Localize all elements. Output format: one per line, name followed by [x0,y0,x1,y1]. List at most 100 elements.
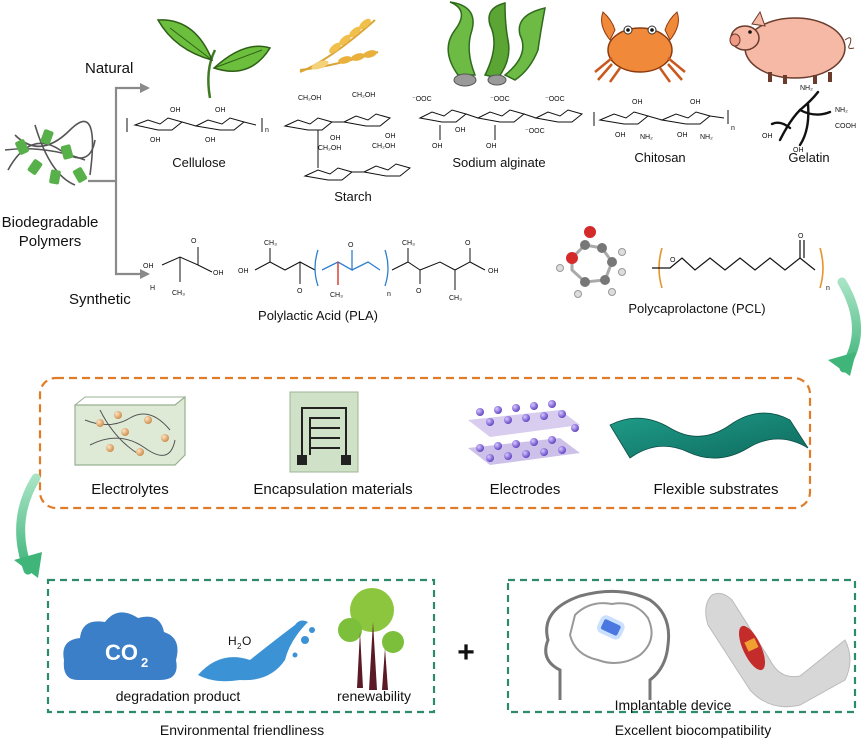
svg-text:OH: OH [150,137,161,144]
flow-arrow-to-applications [828,277,861,376]
natural-polymer-name: Chitosan [634,150,685,165]
svg-text:n: n [826,285,830,292]
svg-text:OH: OH [170,107,181,114]
svg-text:⁻OOC: ⁻OOC [525,128,545,135]
water-text: H [228,634,237,648]
co2-cloud-icon [63,612,178,680]
renewability-label: renewability [337,688,411,704]
svg-text:OH: OH [677,132,688,139]
co2-text: CO [105,640,138,665]
biocompatibility-caption: Excellent biocompatibility [615,722,771,738]
branch-arrows [88,86,140,276]
svg-text:OH: OH [432,143,443,150]
source-label-line2: Polymers [19,233,82,250]
svg-text:OH: OH [455,127,466,134]
svg-text:OH: OH [762,133,773,140]
co2-subscript: 2 [141,655,148,670]
arm-implant-icon [705,592,851,708]
svg-text:CH₂OH: CH₂OH [352,92,375,99]
environmental-box [46,578,436,714]
svg-text:OH: OH [205,137,216,144]
svg-text:O: O [191,238,197,245]
svg-text:CH₃: CH₃ [264,240,277,247]
crab-icon [594,11,686,83]
cellulose-structure [126,117,263,132]
pig-icon [729,10,855,84]
caprolactone-ball-model-icon [556,226,626,298]
svg-text:CH₃: CH₃ [172,290,185,297]
svg-text:O: O [416,288,422,295]
svg-text:O: O [465,240,471,247]
svg-text:NH₂: NH₂ [835,107,848,114]
implantable-device-label: Implantable device [615,697,732,713]
svg-text:OH: OH [793,147,804,154]
application-name: Encapsulation materials [253,481,412,498]
pla-structure [254,248,486,290]
svg-text:CH₂OH: CH₂OH [318,145,341,152]
branch-label-natural: Natural [85,60,133,77]
svg-text:⁻OOC: ⁻OOC [545,96,565,103]
svg-text:OH: OH [213,270,224,277]
water-splash-icon [198,620,315,682]
svg-text:OH: OH [632,99,643,106]
svg-text:OH: OH [690,99,701,106]
synthetic-polymer-name: Polycaprolactone (PCL) [628,301,765,316]
pcl-structure [652,240,824,289]
svg-text:OH: OH [215,107,226,114]
source-label-line1: Biodegradable [2,214,99,231]
svg-text:CH₃: CH₃ [449,295,462,302]
svg-text:OH: OH [615,132,626,139]
svg-text:OH: OH [385,133,396,140]
svg-text:OH: OH [330,135,341,142]
pla-repeat-unit [314,249,389,287]
svg-text:O: O [348,242,354,249]
electrode-layers-icon [468,400,580,465]
svg-text:O: O [670,257,676,264]
polymer-network-icon [4,120,96,186]
natural-polymer-name: Starch [334,189,372,204]
svg-text:H: H [150,285,155,292]
svg-text:⁻OOC: ⁻OOC [412,96,432,103]
plant-leaf-icon [156,19,272,99]
natural-polymer-name: Gelatin [788,150,829,165]
plus-sign: + [457,636,475,669]
svg-text:n: n [387,291,391,298]
svg-text:NH₂: NH₂ [800,85,813,92]
trees-icon [338,588,404,690]
svg-text:O: O [297,288,303,295]
biocompatibility-box [506,578,857,714]
svg-text:OH: OH [486,143,497,150]
synthetic-polymer-name: Polylactic Acid (PLA) [258,308,378,323]
natural-polymer-name: Sodium alginate [452,155,545,170]
svg-text:CH₂OH: CH₂OH [298,95,321,102]
wheat-icon [299,18,379,73]
lactic-acid-structure [161,247,213,282]
svg-text:O: O [798,233,804,240]
svg-text:NH₂: NH₂ [700,134,713,141]
application-name: Electrodes [490,481,561,498]
water-text-tail: O [242,634,251,648]
encapsulation-chip-icon [289,391,359,473]
svg-text:NH₂: NH₂ [640,134,653,141]
svg-text:CH₃: CH₃ [402,240,415,247]
environmental-caption: Environmental friendliness [160,722,324,738]
water-subscript: 2 [237,642,242,651]
gelatin-structure [770,90,832,147]
starch-structure [283,113,412,181]
natural-polymer-name: Cellulose [172,155,225,170]
flexible-substrate-wave-icon [609,412,809,459]
svg-text:COOH: COOH [835,123,856,130]
svg-text:CH₂OH: CH₂OH [372,143,395,150]
svg-text:OH: OH [488,268,499,275]
applications-box [38,376,812,510]
head-brain-icon [544,589,671,700]
arrow-head-natural [140,83,150,93]
svg-text:OH: OH [238,268,249,275]
flow-arrow-to-benefits [14,473,42,578]
sodium-alginate-structure [418,109,584,140]
branch-label-synthetic: Synthetic [69,291,131,308]
chitosan-structure [593,110,729,126]
svg-text:n: n [265,127,269,134]
svg-text:n: n [731,125,735,132]
